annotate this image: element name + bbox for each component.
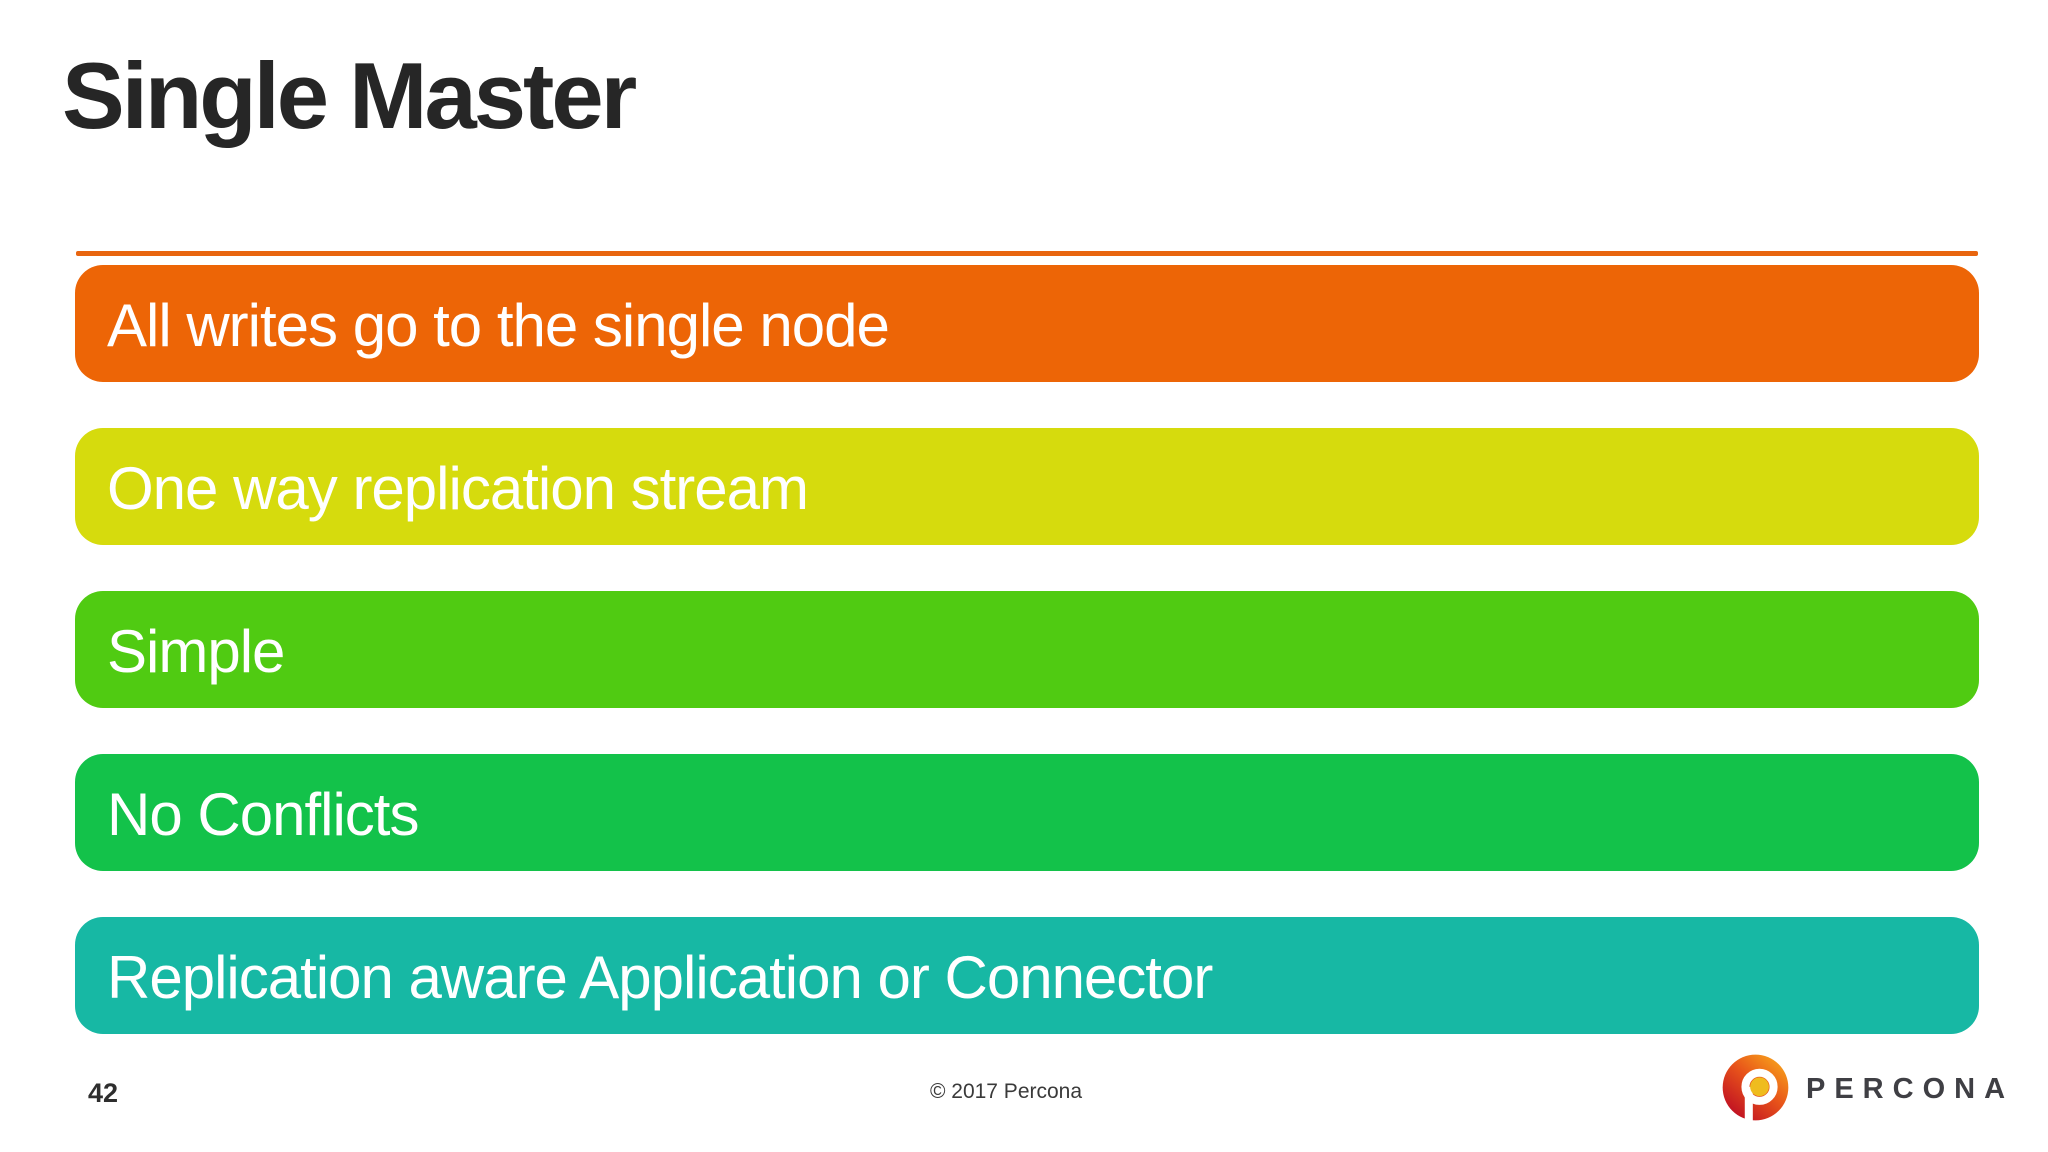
footer-copyright-wrap: © 2017 Percona [0, 1080, 2030, 1104]
page-title: Single Master [62, 43, 637, 148]
bar-item-simple: Simple [75, 591, 1979, 708]
bar-item-all-writes: All writes go to the single node [75, 265, 1979, 382]
bar-label: No Conflicts [107, 781, 419, 848]
bar-label: One way replication stream [107, 455, 809, 522]
percona-wordmark: PERCONA [1806, 1073, 2015, 1105]
bar-label: All writes go to the single node [107, 292, 890, 359]
percona-logo: PERCONA [1722, 1054, 2014, 1121]
copyright-text: © 2017 Percona [929, 1080, 1083, 1103]
page-number: 42 [88, 1078, 119, 1108]
bar-item-no-conflicts: No Conflicts [75, 754, 1979, 871]
percona-logo-icon [1722, 1054, 1789, 1121]
bar-label: Simple [107, 618, 285, 685]
bar-list: All writes go to the single node One way… [75, 265, 1979, 1034]
bar-item-one-way-replication: One way replication stream [75, 428, 1979, 545]
bar-label: Replication aware Application or Connect… [107, 944, 1213, 1011]
accent-rule [76, 251, 1978, 256]
bar-item-replication-aware: Replication aware Application or Connect… [75, 917, 1979, 1034]
